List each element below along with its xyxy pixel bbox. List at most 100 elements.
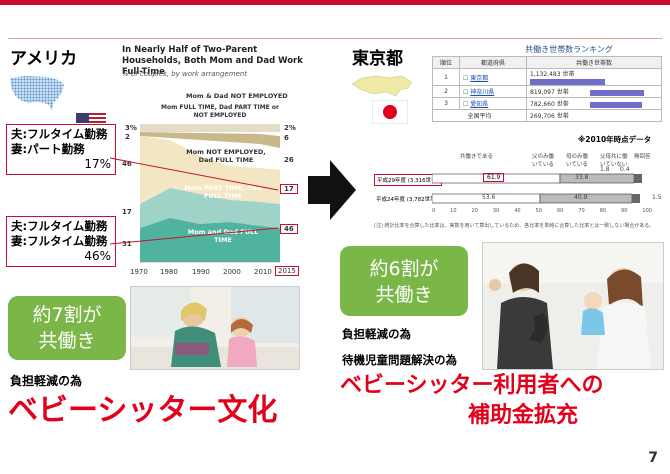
- ranking-avg-value: 269,706 世帯: [526, 109, 662, 122]
- survey-legend-2: 母のみ働いている: [566, 154, 589, 168]
- page-number: 7: [648, 450, 658, 466]
- japan-flag-icon: [372, 100, 408, 124]
- us-area-chart: [140, 124, 280, 263]
- callout2-line1: 夫:フルタイム勤務: [11, 219, 108, 233]
- callout2-line2: 妻:フルタイム勤務: [11, 234, 108, 248]
- right-val-mom-ft: 6: [284, 134, 289, 142]
- us-map-icon: [10, 76, 64, 110]
- ranking-row: 1 ☐ 東京都 1,132,483 世帯: [432, 68, 662, 86]
- tokyo-badge-line1: 約6割が: [369, 258, 439, 280]
- area-both-ft: [140, 218, 280, 262]
- grandmother-reading-photo: [130, 286, 300, 370]
- survey-legend-0: 共働きである: [460, 154, 493, 160]
- ranking-header-row: 順位 都道府県 共働き世帯数: [432, 56, 662, 69]
- callout-box-17: 夫:フルタイム勤務 妻:パート勤務 17%: [6, 124, 116, 175]
- ranking-avg-label: 全国平均: [432, 109, 527, 122]
- ranking-header-value: 共働き世帯数: [526, 56, 662, 69]
- callout1-pct: 17%: [84, 157, 111, 171]
- survey-row2-label: 平成24年度 (3,782世帯): [376, 197, 438, 203]
- tokyo-green-badge: 約6割が 共働き: [340, 246, 468, 316]
- ranking-rank: 1: [432, 68, 460, 86]
- ranking-value: 782,660 世帯: [530, 101, 569, 108]
- area-mom-pt-dad-ft: [140, 188, 280, 228]
- ranking-avg-row: 全国平均 269,706 世帯: [432, 109, 662, 122]
- tokyo-reason1: 負担軽減の為: [342, 327, 411, 341]
- callout1-line2: 妻:パート勤務: [11, 142, 85, 156]
- ranking-title: 共働き世帯数ランキング: [525, 45, 613, 54]
- label-mom-ft-dad-pt: Mom FULL TIME, Dad PART TIME or NOT EMPL…: [161, 104, 279, 119]
- left-val-both-ft: 31: [122, 240, 132, 248]
- tokyo-map-icon: [351, 75, 413, 97]
- left-val-mom-pt: 17: [122, 208, 132, 216]
- ranking-bar: [590, 89, 644, 96]
- x-tick-1970: 1970: [130, 268, 148, 276]
- divider-line: [8, 38, 662, 39]
- area-mom-ft-dad-pt: [140, 132, 280, 148]
- survey-row2-extra: 40.9: [574, 194, 588, 201]
- x-tick-2010: 2010: [254, 268, 272, 276]
- ranking-table: 順位 都道府県 共働き世帯数 1 ☐ 東京都 1,132,483 世帯 2 ☐ …: [432, 56, 662, 122]
- survey-footnote: (注) 統計比率を合算した比率は、実数を用いて算出しているため、各比率を単純に合…: [374, 223, 655, 229]
- survey-stacked-bars: [432, 173, 642, 204]
- usa-green-badge: 約7割が 共働き: [8, 296, 126, 360]
- survey-row1-extra: 33.8: [575, 174, 589, 181]
- usa-heading: アメリカ: [10, 49, 78, 69]
- right-val-mom-ne: 26: [284, 156, 294, 164]
- usa-badge-line1: 約7割が: [32, 304, 102, 326]
- ranking-pref-link[interactable]: ☐ 神奈川県: [459, 85, 527, 98]
- x-tick-1990: 1990: [192, 268, 210, 276]
- ranking-row: 2 ☐ 神奈川県 819,097 世帯: [432, 85, 662, 98]
- ranking-rank: 2: [432, 85, 460, 98]
- right-val-not-employed: 2%: [284, 124, 296, 132]
- callout-box-46: 夫:フルタイム勤務 妻:フルタイム勤務 46%: [6, 216, 116, 267]
- callout2-pct: 46%: [84, 249, 111, 263]
- ranking-header-rank: 順位: [432, 56, 460, 69]
- survey-legend-4: 無回答: [634, 154, 651, 160]
- survey-legend-3: 父母共に働いていない: [600, 154, 628, 168]
- right-val-mom-pt: 17: [280, 184, 298, 194]
- left-val-mom-ft: 2: [125, 133, 130, 141]
- ranking-bar: [590, 101, 642, 108]
- tokyo-policy-line1: ベビーシッター利用者への: [340, 373, 604, 398]
- tokyo-reason2: 待機児童問題解決の為: [342, 353, 457, 367]
- tokyo-policy-line2: 補助金拡充: [468, 403, 579, 428]
- right-val-both-ft: 46: [280, 224, 298, 234]
- ranking-pref-link[interactable]: ☐ 東京都: [459, 68, 527, 86]
- left-val-not-employed: 3%: [125, 124, 137, 132]
- label-mom-ne-dad-ft: Mom NOT EMPLOYED, Dad FULL TIME: [186, 148, 266, 164]
- ranking-note: ※2010年時点データ: [578, 135, 652, 144]
- label-mom-pt-dad-ft: Mom PART TIME, Dad FULL TIME: [184, 184, 262, 200]
- area-mom-ne-dad-ft: [140, 136, 280, 204]
- top-accent-bar: [0, 0, 670, 5]
- tokyo-heading: 東京都: [352, 49, 403, 69]
- area-not-employed: [140, 124, 280, 132]
- ranking-value: 1,132,483 世帯: [530, 71, 575, 78]
- label-not-employed: Mom & Dad NOT EMPLOYED: [186, 92, 288, 100]
- survey-legend-1: 父のみ働いている: [532, 154, 555, 168]
- survey-row1-value: 61.9: [483, 173, 505, 182]
- right-arrow-icon: [308, 160, 356, 220]
- ranking-pref-link[interactable]: ☐ 愛知県: [459, 97, 527, 110]
- us-chart-subtitle: % of couples, by work arrangement: [122, 70, 248, 78]
- usa-badge-line2: 共働き: [38, 330, 96, 352]
- ranking-rank: 3: [432, 97, 460, 110]
- callout1-line1: 夫:フルタイム勤務: [11, 127, 108, 141]
- survey-row1-extra2: 1.8: [600, 166, 610, 173]
- label-both-ft: Mom and Dad FULL TIME: [187, 228, 259, 244]
- ranking-bar: [530, 78, 605, 85]
- callout-connectors: [110, 157, 279, 245]
- tokyo-badge-line2: 共働き: [375, 284, 433, 306]
- left-val-mom-ne: 46: [122, 160, 132, 168]
- usa-culture-text: ベビーシッター文化: [8, 393, 278, 428]
- ranking-value: 819,097 世帯: [530, 89, 569, 96]
- ranking-row: 3 ☐ 愛知県 782,660 世帯: [432, 97, 662, 110]
- survey-row2-extra2: 1.5: [652, 194, 662, 201]
- survey-row2-value: 53.6: [482, 194, 496, 201]
- x-tick-2000: 2000: [223, 268, 241, 276]
- ranking-header-pref: 都道府県: [459, 56, 527, 69]
- x-tick-1980: 1980: [160, 268, 178, 276]
- mother-baby-photo: [482, 242, 664, 370]
- usa-reason: 負担軽減の為: [10, 374, 83, 388]
- x-tick-2015: 2015: [275, 266, 299, 276]
